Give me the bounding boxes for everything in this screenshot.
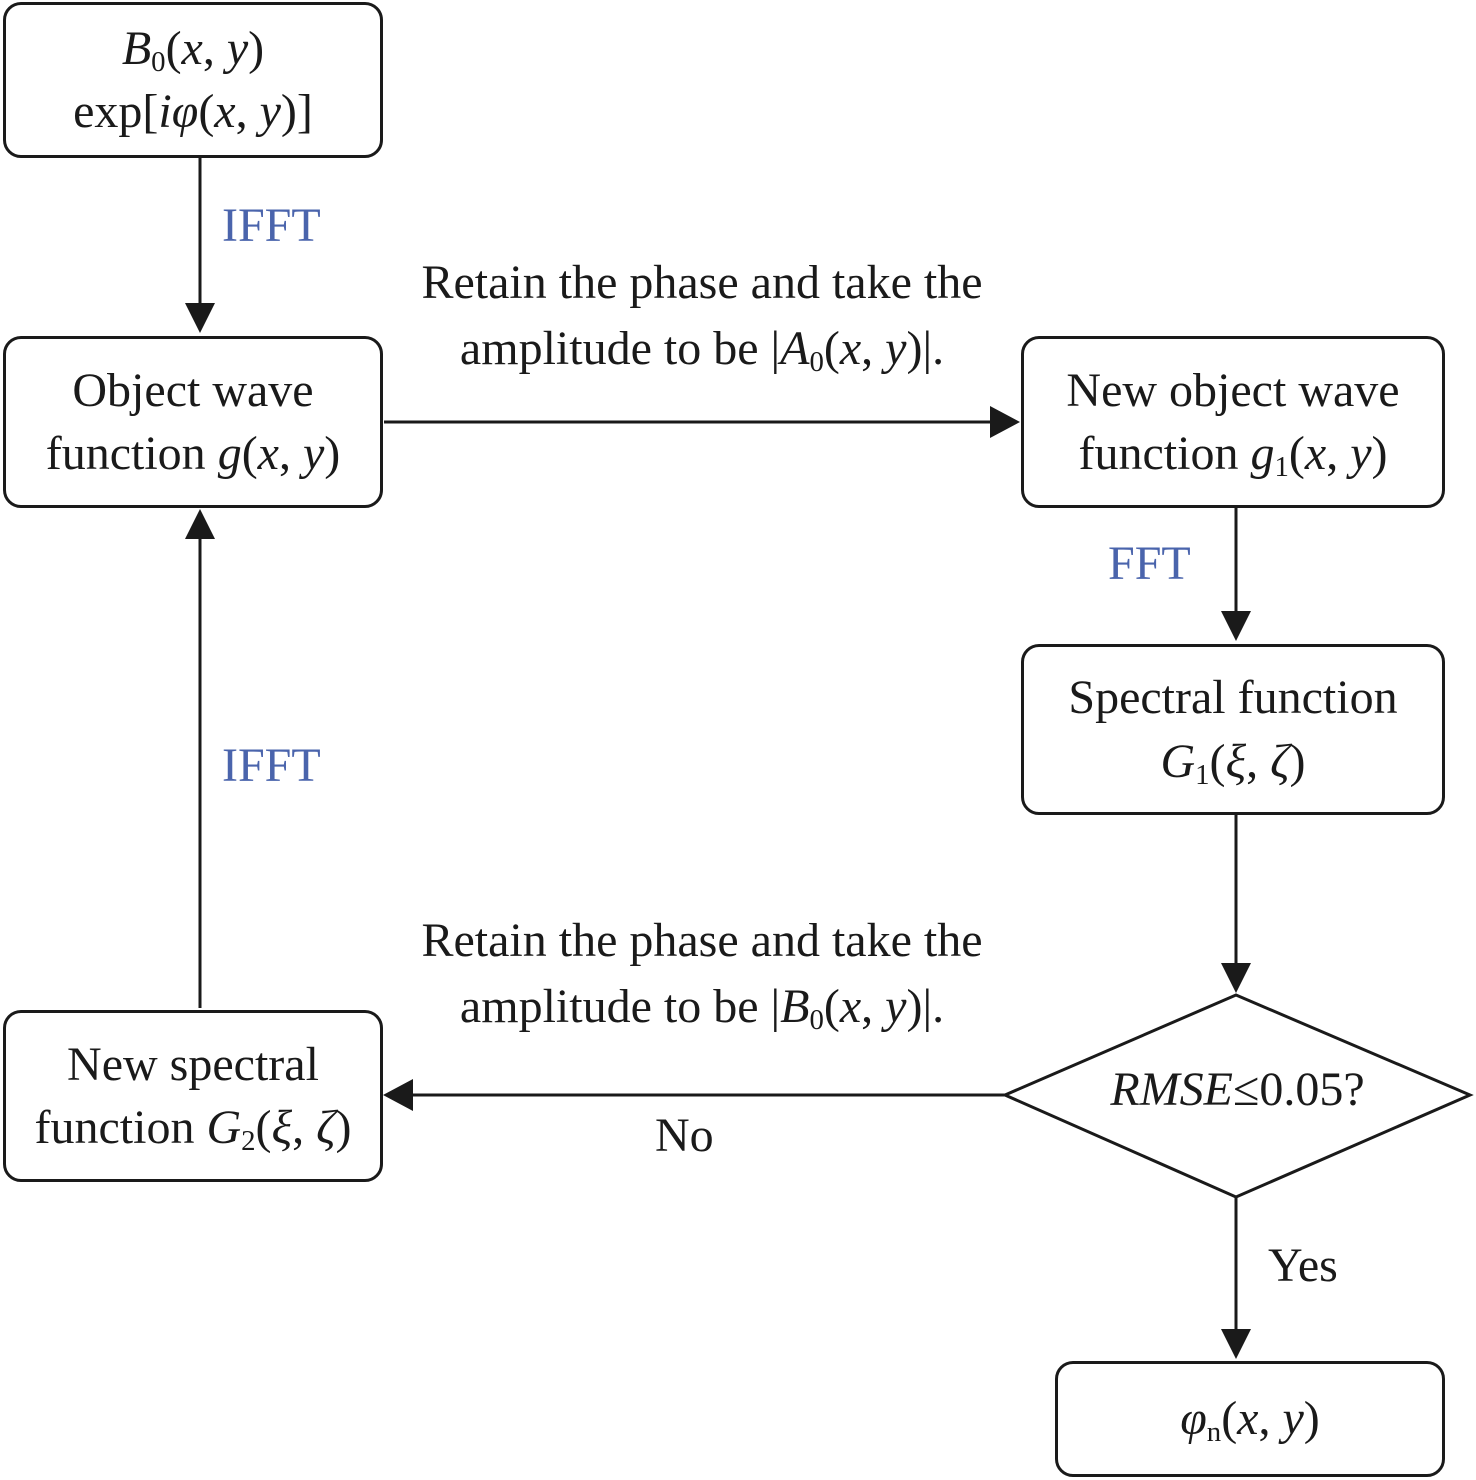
label-retain-a-line1: Retain the phase and take the bbox=[421, 256, 983, 309]
node-new-object-wave-line2: function g1(x, y) bbox=[1078, 427, 1388, 484]
label-retain-b-line1: Retain the phase and take the bbox=[421, 914, 983, 967]
node-spectral-line2: G1(ξ, ζ) bbox=[1160, 734, 1306, 791]
node-b0-input: B0(x, y) exp[iφ(x, y)] bbox=[3, 2, 383, 158]
label-retain-a-line2: amplitude to be |A0(x, y)|. bbox=[459, 321, 945, 378]
label-ifft-top: IFFT bbox=[222, 199, 321, 252]
node-object-wave-line1: Object wave bbox=[72, 363, 314, 417]
node-new-spectral-line1: New spectral bbox=[67, 1037, 319, 1091]
node-result-line: φn(x, y) bbox=[1180, 1392, 1320, 1449]
node-b0-line2: exp[iφ(x, y)] bbox=[73, 85, 313, 138]
label-no: No bbox=[655, 1109, 714, 1162]
label-retain-a: Retain the phase and take the amplitude … bbox=[376, 250, 1028, 382]
decision-text: RMSE≤0.05? bbox=[1110, 1063, 1365, 1116]
node-b0-line1: B0(x, y) bbox=[121, 21, 265, 78]
node-new-spectral-line2: function G2(ξ, ζ) bbox=[34, 1101, 352, 1158]
node-result-phi: φn(x, y) bbox=[1055, 1361, 1445, 1477]
label-fft: FFT bbox=[1108, 537, 1191, 590]
node-object-wave-function: Object wave function g(x, y) bbox=[3, 336, 383, 508]
node-object-wave-line2: function g(x, y) bbox=[45, 427, 341, 480]
node-new-object-wave-line1: New object wave bbox=[1066, 363, 1400, 417]
node-new-spectral-function: New spectral function G2(ξ, ζ) bbox=[3, 1010, 383, 1182]
label-yes: Yes bbox=[1268, 1239, 1338, 1292]
label-retain-b-line2: amplitude to be |B0(x, y)|. bbox=[459, 979, 945, 1036]
node-spectral-function: Spectral function G1(ξ, ζ) bbox=[1021, 644, 1445, 815]
node-spectral-line1: Spectral function bbox=[1068, 671, 1398, 725]
label-ifft-left: IFFT bbox=[222, 739, 321, 792]
decision-diamond bbox=[1001, 993, 1474, 1199]
label-retain-b: Retain the phase and take the amplitude … bbox=[376, 908, 1028, 1040]
node-new-object-wave-function: New object wave function g1(x, y) bbox=[1021, 336, 1445, 508]
